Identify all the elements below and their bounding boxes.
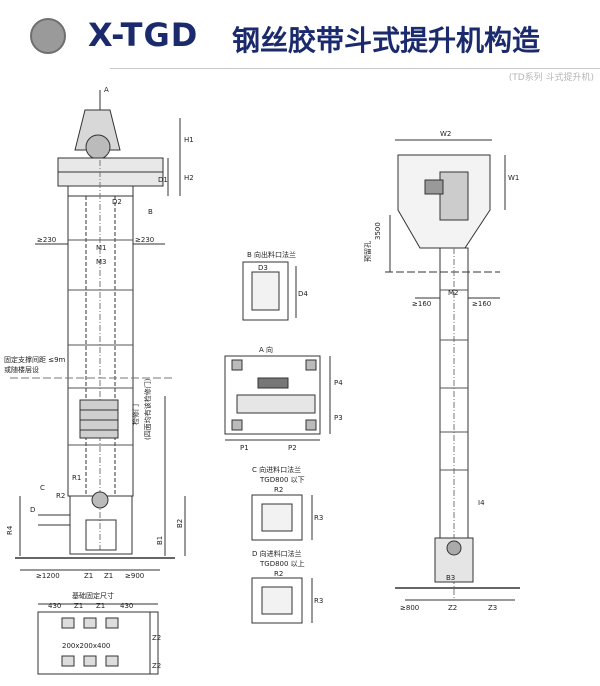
foundation-dim-2: Z1 <box>74 602 83 610</box>
foundation-z2b: Z2 <box>152 662 161 670</box>
dim-ge800: ≥800 <box>400 604 419 612</box>
foundation-title: 基础固定尺寸 <box>72 591 114 600</box>
dim-w2: W2 <box>440 130 451 138</box>
dim-m2: M2 <box>448 289 459 297</box>
dim-a: A <box>104 86 109 94</box>
left-elevator-view <box>10 90 186 571</box>
header: X-TGD 钢丝胶带斗式提升机构造 (TD系列 斗式提升机) <box>0 0 600 83</box>
b-flange-title: B 向出料口法兰 <box>247 250 296 259</box>
inspection-door-label: 检修门 <box>131 404 140 425</box>
dim-ge160-left: ≥160 <box>412 300 431 308</box>
dim-d3: D3 <box>258 264 268 272</box>
support-spacing-note2: 或随楼层设 <box>4 365 39 374</box>
dim-m1: M1 <box>96 244 107 252</box>
foundation-dim-1: 430 <box>48 602 61 610</box>
dim-d1: D1 <box>158 176 168 184</box>
dim-p4: P4 <box>334 379 343 387</box>
dim-z3: Z3 <box>488 604 497 612</box>
foundation-dim-4: 430 <box>120 602 133 610</box>
dim-z2: Z2 <box>448 604 457 612</box>
dim-ge230-right: ≥230 <box>135 236 154 244</box>
page-title: 钢丝胶带斗式提升机构造 <box>232 24 541 57</box>
c-flange-title: C 向进料口法兰 <box>252 465 301 474</box>
dim-r2: R2 <box>56 492 65 500</box>
dim-p1: P1 <box>240 444 249 452</box>
dim-c: C <box>40 484 45 492</box>
dim-i4: I4 <box>478 499 485 507</box>
c-dim-r3: R3 <box>314 514 323 522</box>
c-dim-r2: R2 <box>274 486 283 494</box>
d-flange-view <box>251 577 313 624</box>
dim-r1: R1 <box>72 474 81 482</box>
dim-z1b: Z1 <box>104 572 113 580</box>
support-spacing-note: 固定支撑间距 ≤9m <box>4 355 66 364</box>
dim-ge230-left: ≥230 <box>37 236 56 244</box>
c-flange-sub: TGD800 以下 <box>259 476 305 484</box>
reserved-hole-note: 预留孔 <box>363 241 372 262</box>
logo-icon <box>30 18 66 54</box>
foundation-dim-3: Z1 <box>96 602 105 610</box>
dim-z1a: Z1 <box>84 572 93 580</box>
inspection-door-note: (四面均有该检修门) <box>143 378 152 440</box>
dim-w1: W1 <box>508 174 519 182</box>
dim-d2: D2 <box>112 198 122 206</box>
header-divider <box>110 68 600 69</box>
a-view <box>224 355 331 441</box>
dim-b3: B3 <box>446 574 455 582</box>
foundation-plan <box>37 603 159 675</box>
dim-ge1200: ≥1200 <box>36 572 60 580</box>
d-dim-r3: R3 <box>314 597 323 605</box>
d-flange-sub: TGD800 以上 <box>259 559 305 568</box>
dim-p2: P2 <box>288 444 297 452</box>
b-flange-view <box>242 261 297 321</box>
d-flange-title: D 向进料口法兰 <box>252 549 302 558</box>
c-flange-view <box>251 494 313 541</box>
dim-m3: M3 <box>96 258 107 266</box>
dim-b: B <box>148 208 153 216</box>
dim-d4: D4 <box>298 290 308 298</box>
dim-h1: H1 <box>184 136 194 144</box>
dim-p3: P3 <box>334 414 343 422</box>
foundation-bolt-size: 200x200x400 <box>62 642 110 650</box>
brand-name: X-TGD <box>88 16 199 54</box>
foundation-z2: Z2 <box>152 634 161 642</box>
dim-h2: H2 <box>184 174 194 182</box>
dim-ge160-right: ≥160 <box>472 300 491 308</box>
header-caption: (TD系列 斗式提升机) <box>508 73 594 83</box>
right-elevator-view <box>385 139 520 601</box>
dim-b1: B1 <box>156 536 164 545</box>
dim-d: D <box>30 506 35 514</box>
dim-3500: 3500 <box>374 222 382 240</box>
dim-ge900: ≥900 <box>125 572 144 580</box>
a-view-title: A 向 <box>259 345 273 354</box>
dim-b2: B2 <box>176 519 184 528</box>
dim-r4: R4 <box>6 525 14 535</box>
d-dim-r2: R2 <box>274 570 283 578</box>
